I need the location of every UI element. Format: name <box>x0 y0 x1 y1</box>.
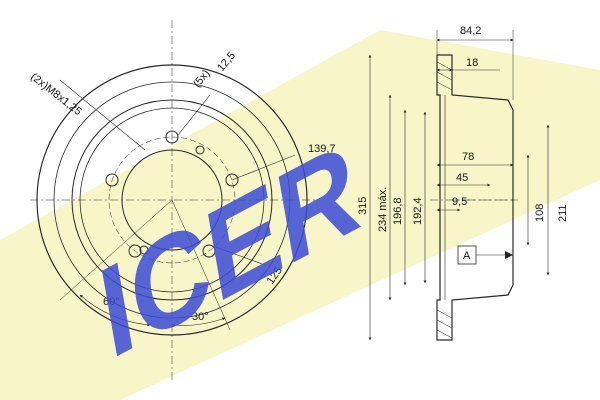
bolt-holes <box>105 130 239 258</box>
angle-30-label: 30° <box>192 311 209 323</box>
inner-leader <box>209 244 266 266</box>
dia-108-label: 108 <box>534 204 546 222</box>
thread-hole <box>195 145 205 155</box>
hole-leader <box>177 94 211 136</box>
hatch <box>436 61 453 339</box>
angle-arc-60 <box>79 294 151 327</box>
angle-ray-1 <box>59 199 173 301</box>
section-profile <box>436 54 514 341</box>
pcd-label: 139,7 <box>308 143 336 155</box>
bolt-hole <box>128 244 142 258</box>
width-78-label: 78 <box>462 151 474 163</box>
bolt-leader <box>59 79 146 151</box>
dia-315-label: 315 <box>357 197 369 215</box>
section-view <box>368 30 550 341</box>
hole-count-label: (5x) <box>191 68 212 90</box>
front-view <box>30 20 315 380</box>
bolt-hole <box>105 173 119 187</box>
dia-196-label: 196,8 <box>392 197 404 225</box>
angle-arc-30 <box>171 317 226 327</box>
bolt-hole <box>225 173 239 187</box>
thread-hole <box>139 245 149 255</box>
width-9-label: 9,5 <box>452 196 467 208</box>
width-84-label: 84,2 <box>460 25 481 37</box>
angle-60-label: 60° <box>103 296 120 308</box>
dia-234-label: 234 máx. <box>377 187 389 232</box>
bolt-label: (2x)M8x1,25 <box>28 71 84 118</box>
bolt-hole <box>165 130 179 144</box>
pcd-leader <box>231 154 296 181</box>
dia-192-label: 192,4 <box>412 197 424 225</box>
width-45-label: 45 <box>456 172 468 184</box>
offset-18-label: 18 <box>466 57 478 69</box>
bolt-hole <box>202 244 216 258</box>
dia-211-label: 211 <box>557 204 569 222</box>
hole-dia-label: 12,5 <box>215 50 238 74</box>
datum-label: A <box>463 250 471 262</box>
datum-triangle <box>505 251 513 259</box>
angle-ray-2 <box>171 199 231 331</box>
